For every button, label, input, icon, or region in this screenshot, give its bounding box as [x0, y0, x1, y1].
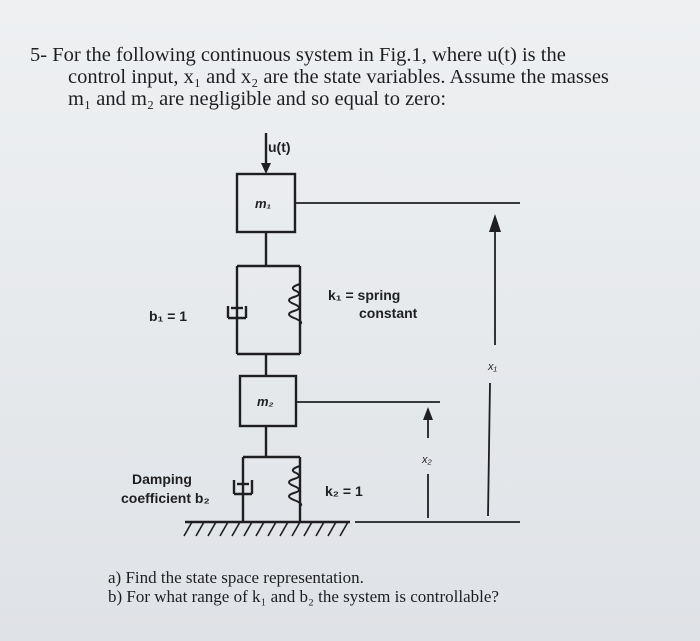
questions: a) Find the state space representation. …: [108, 568, 668, 606]
k1-label: k₁ = spring: [328, 287, 400, 303]
spring-k1: [288, 283, 303, 325]
question-a: a) Find the state space representation.: [108, 568, 364, 587]
input-label: u(t): [268, 139, 291, 155]
problem-line-3: m₁ and m₂ are negligible and so equal to…: [68, 88, 447, 110]
b1-label: b₁ = 1: [149, 308, 187, 324]
mass-1-label: m₁: [255, 196, 271, 211]
damping-label: Damping: [132, 471, 192, 487]
problem-statement: 5- For the following continuous system i…: [30, 44, 670, 110]
question-b: b) For what range of k₁ and b₂ the syste…: [108, 587, 499, 606]
mass-2-label: m₂: [257, 394, 274, 409]
problem-line-2: control input, x₁ and x₂ are the state v…: [68, 66, 609, 88]
damper-b1: [226, 306, 248, 320]
damper-b2: [232, 480, 254, 496]
spring-k2: [288, 465, 303, 507]
k1-label-line-2: constant: [359, 305, 418, 321]
x1-label: x₁: [487, 361, 498, 373]
mass-2-block: [238, 374, 298, 428]
ground-hatching: [183, 521, 349, 537]
x1-arrow: [487, 232, 496, 517]
x2-label: x₂: [421, 454, 433, 466]
k2-label: k₂ = 1: [325, 483, 363, 499]
problem-line-1: 5- For the following continuous system i…: [30, 44, 566, 66]
damping-coefficient-label: coefficient b₂: [121, 490, 210, 506]
